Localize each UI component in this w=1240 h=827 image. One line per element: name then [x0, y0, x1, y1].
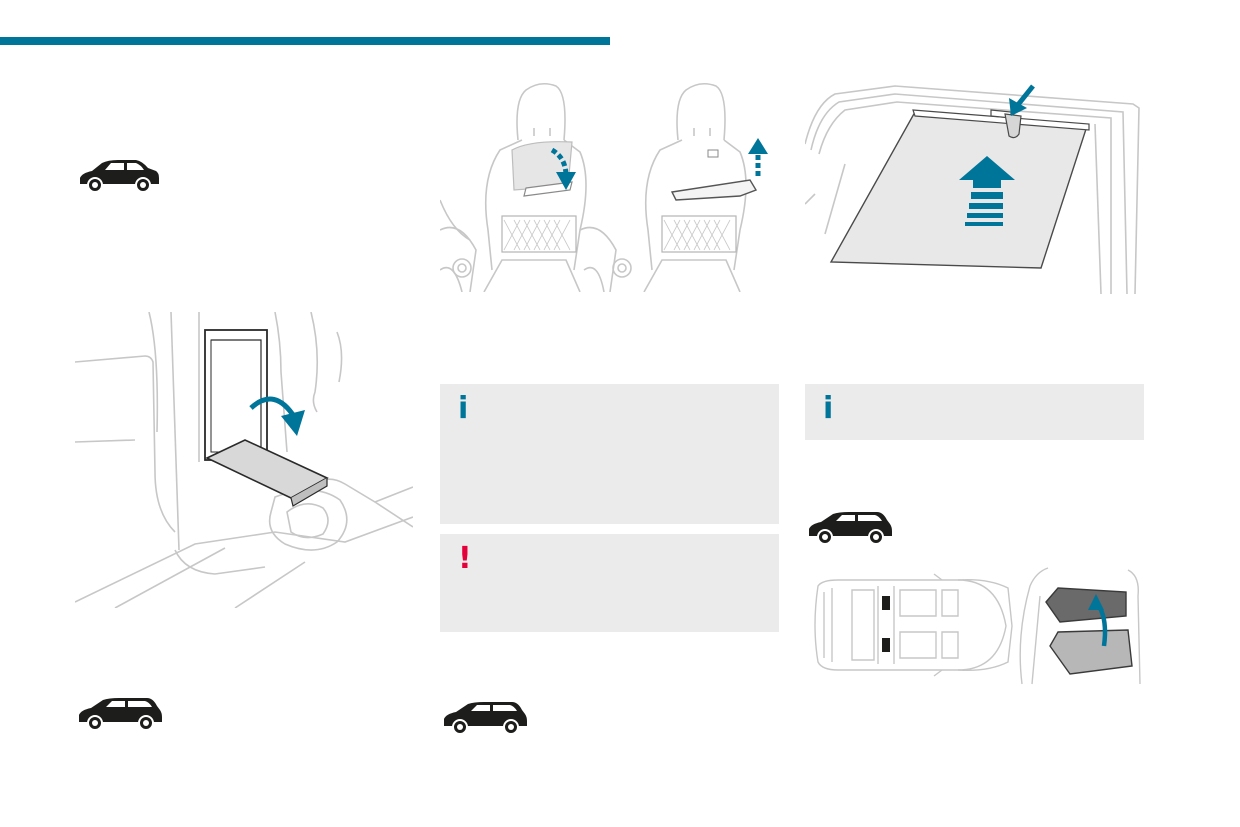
sun-blind-illustration: [805, 84, 1140, 294]
floor-storage-illustration: [814, 567, 1141, 685]
warning-box: !: [440, 534, 779, 632]
estate-silhouette-icon: [79, 698, 162, 731]
fold-arrow-icon: [249, 396, 298, 420]
warning-icon: !: [458, 541, 472, 576]
slide-up-arrow-icon: [959, 156, 1015, 188]
info-icon: i: [458, 391, 469, 426]
info-box-right: i: [805, 384, 1144, 440]
estate-silhouette-icon: [809, 512, 892, 545]
armrest-ski-hatch-illustration: [75, 312, 413, 608]
info-box: i: [440, 384, 779, 524]
info-icon: i: [823, 391, 834, 426]
seat-back-table-illustration: [440, 82, 768, 292]
press-arrow-icon: [1015, 84, 1035, 108]
suv-silhouette-icon: [80, 160, 159, 193]
estate-silhouette-icon: [444, 702, 527, 735]
header-rule: [0, 37, 610, 45]
